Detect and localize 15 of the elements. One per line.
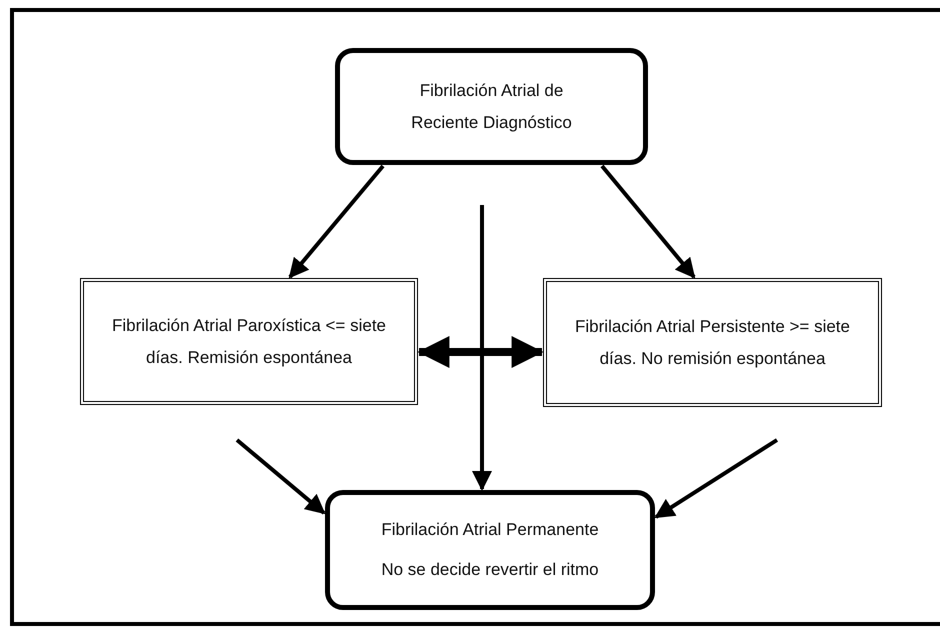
arrow [288,164,385,279]
box-text: Fibrilación Atrial Permanente [381,519,599,541]
box-text: No se decide revertir el ritmo [381,559,599,581]
box-text: Fibrilación Atrial Paroxística <= siete días. Remisión espontánea [110,314,387,368]
arrow [472,205,492,491]
box-text: Fibrilación Atrial Persistente >= siete días. No remisión espontánea [574,316,851,370]
arrow [236,438,326,515]
process-box [543,278,882,407]
process-box [335,48,648,165]
arrow [417,336,544,368]
box-text: Fibrilación Atrial de Reciente Diagnóstico [410,80,573,134]
arrow [600,164,696,279]
process-box [80,278,418,405]
process-box [325,490,655,610]
arrow [654,438,778,519]
